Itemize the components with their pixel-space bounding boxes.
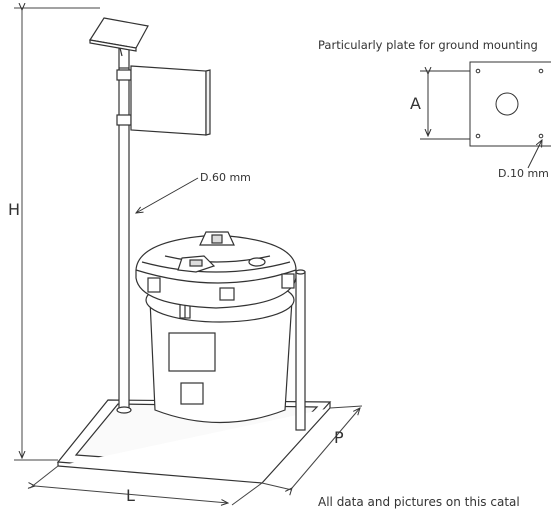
height-label: H	[8, 200, 21, 219]
hole-diameter-label: D.10 mm	[498, 167, 549, 180]
short-post	[295, 269, 306, 431]
length-label: L	[126, 486, 135, 505]
footer-text: All data and pictures on this catal	[318, 495, 520, 509]
caption: Particularly plate for ground mounting	[318, 38, 538, 52]
pole-diameter-label: D.60 mm	[200, 171, 251, 184]
bin-lid	[135, 231, 297, 309]
height-dimension-line	[14, 8, 100, 461]
length-dimension-line	[30, 465, 263, 505]
hole-spacing-label: A	[410, 94, 421, 113]
sign-board	[130, 65, 211, 136]
support-pole	[116, 47, 132, 414]
base-plate	[56, 399, 332, 484]
pole-diameter-leader	[136, 177, 199, 213]
depth-dimension-line	[261, 405, 363, 490]
depth-label: P	[334, 428, 344, 447]
solar-panel	[89, 17, 149, 57]
mounting-plate-detail	[420, 61, 551, 169]
